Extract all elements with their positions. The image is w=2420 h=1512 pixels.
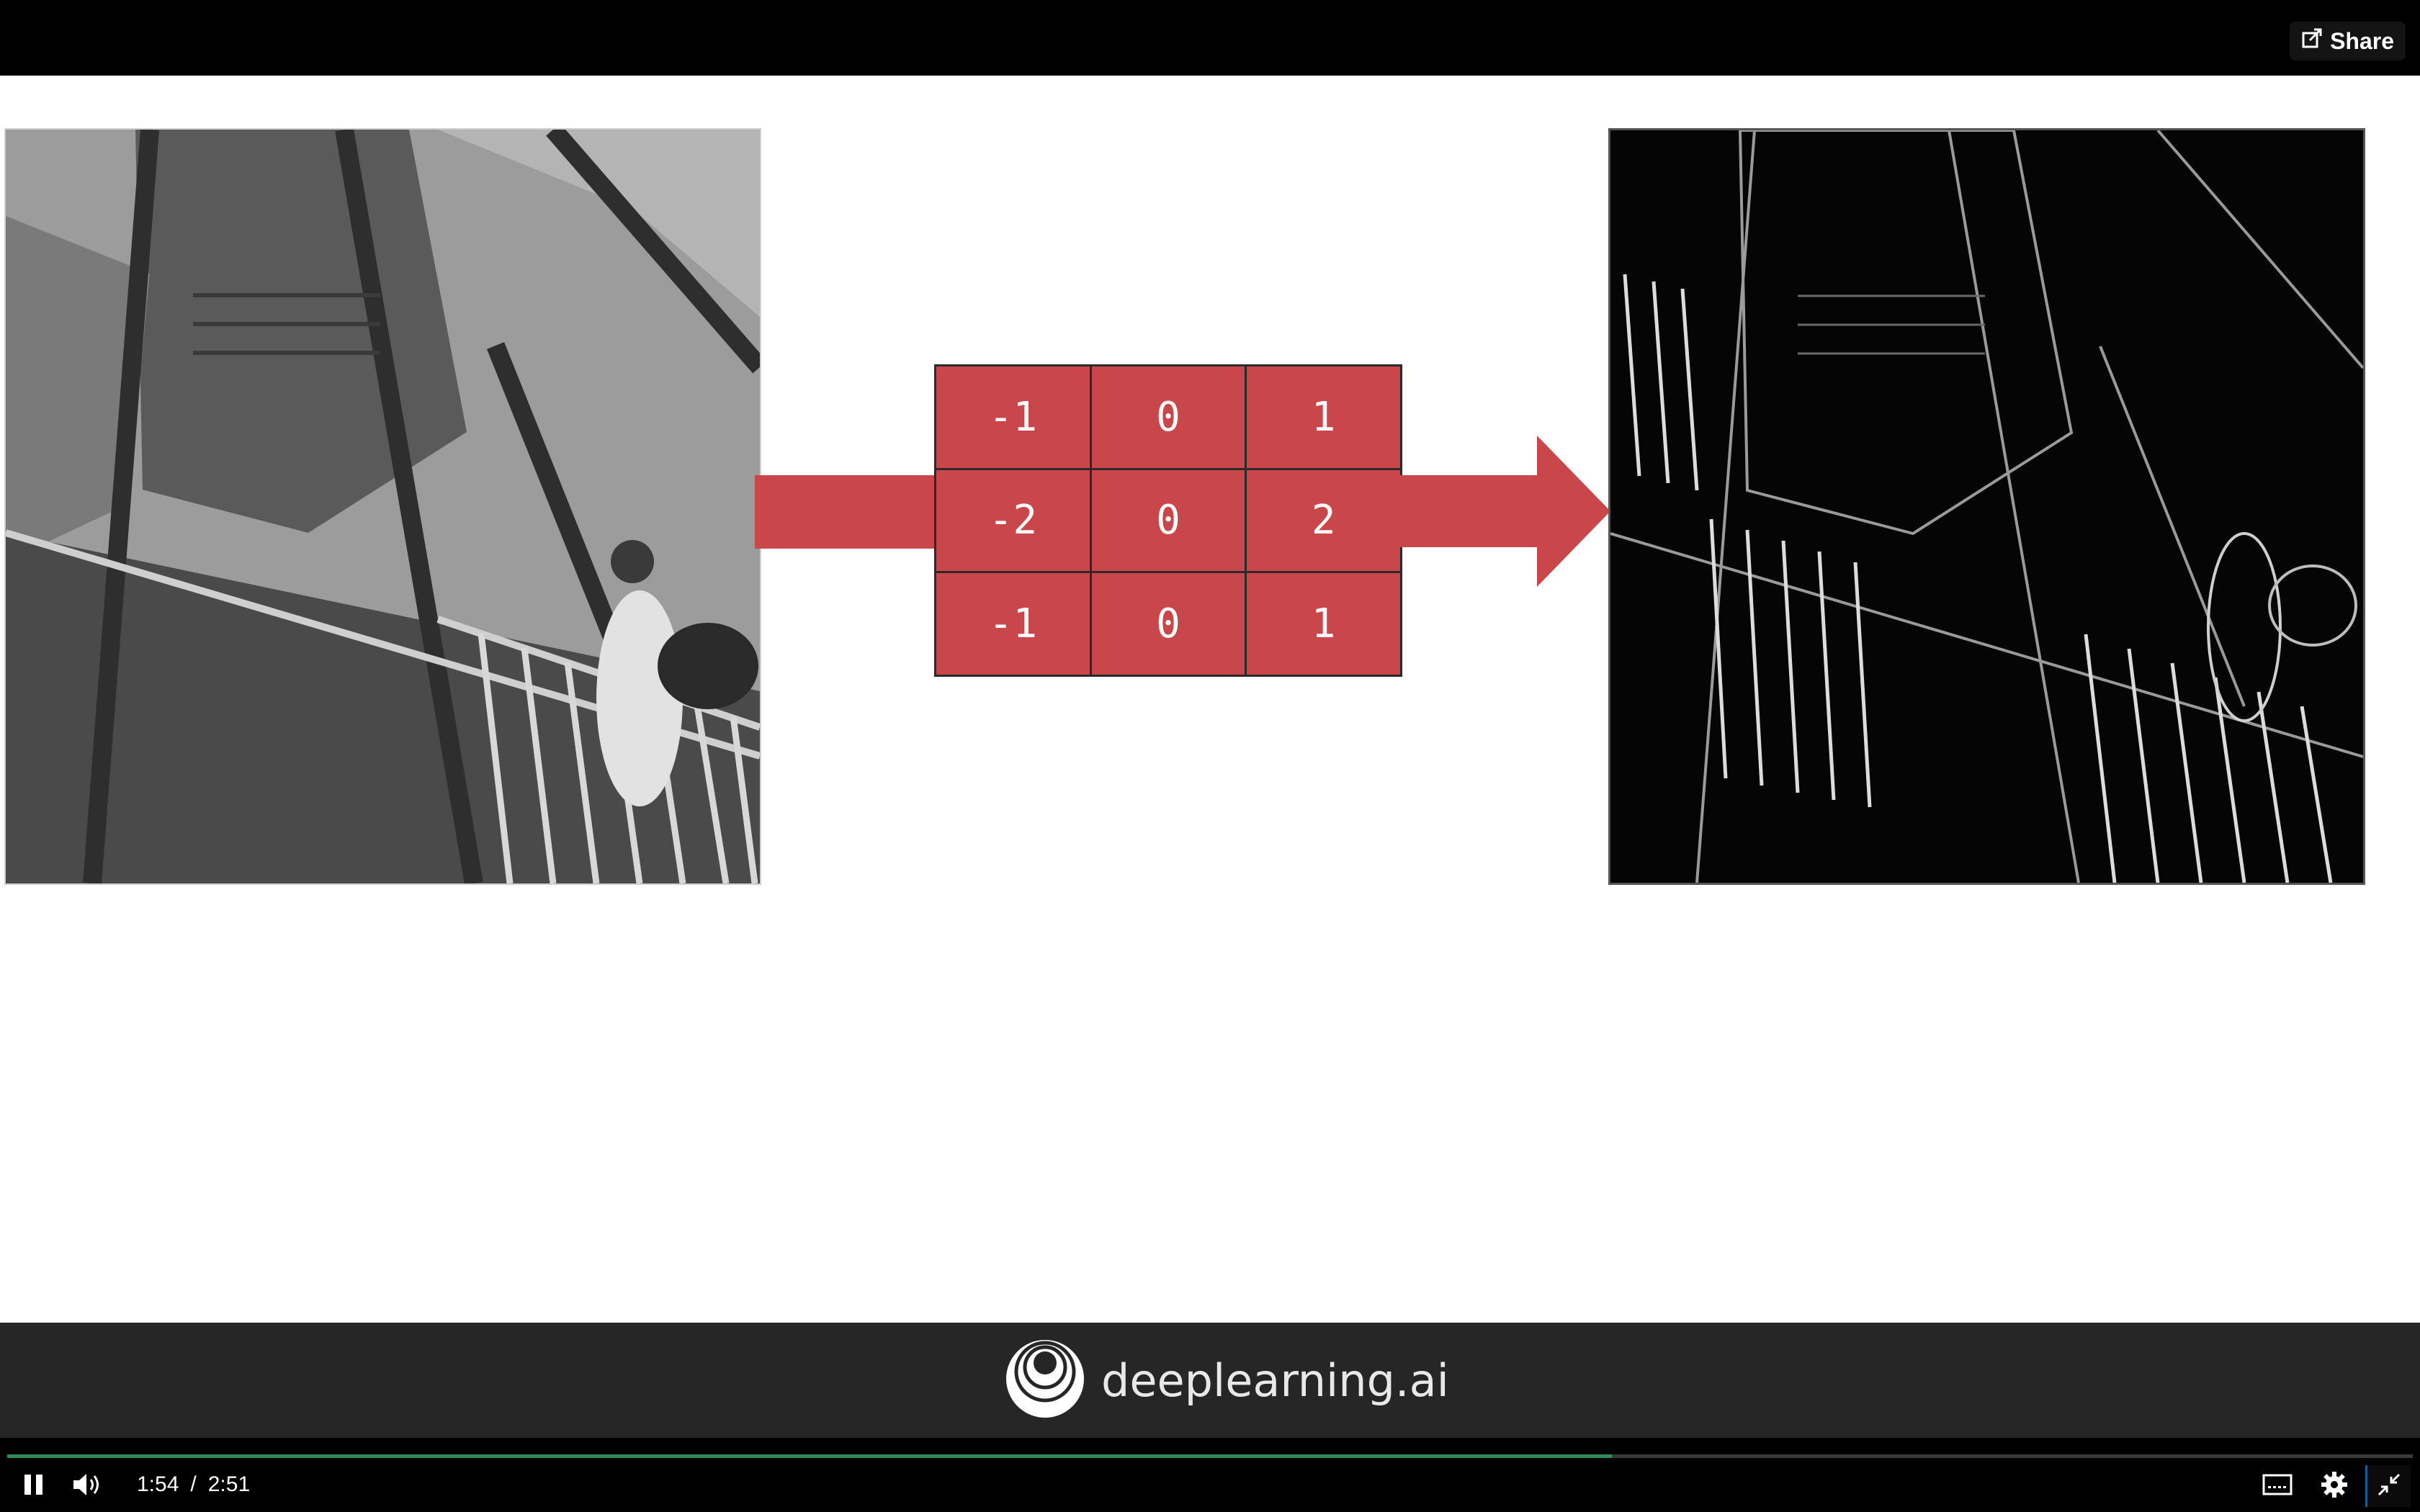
kernel-cell: 0 bbox=[1091, 366, 1245, 468]
kernel-cell: -2 bbox=[936, 469, 1090, 572]
pause-button[interactable] bbox=[17, 1470, 50, 1503]
kernel-cell: 2 bbox=[1247, 469, 1400, 572]
volume-button[interactable] bbox=[69, 1470, 105, 1503]
volume-icon bbox=[72, 1472, 102, 1500]
captions-icon bbox=[2262, 1474, 2293, 1499]
captions-button[interactable] bbox=[2257, 1470, 2298, 1503]
deeplearning-logo-icon bbox=[1005, 1338, 1085, 1423]
exit-fullscreen-icon bbox=[2376, 1472, 2402, 1501]
kernel-cell: -1 bbox=[936, 573, 1090, 675]
current-time: 1:54 bbox=[137, 1472, 179, 1496]
time-separator: / bbox=[190, 1472, 197, 1496]
kernel-cell: 0 bbox=[1091, 573, 1245, 675]
sobel-kernel-grid: -1 0 1 -2 0 2 -1 0 1 bbox=[934, 364, 1402, 677]
time-display: 1:54 / 2:51 bbox=[137, 1472, 250, 1497]
duration: 2:51 bbox=[207, 1472, 251, 1496]
gear-icon bbox=[2321, 1471, 2348, 1502]
progress-fill bbox=[7, 1454, 1612, 1458]
video-controls: 1:54 / 2:51 bbox=[0, 1438, 2420, 1512]
share-button[interactable]: Share bbox=[2290, 22, 2406, 60]
brand-logo: deeplearning.ai bbox=[1005, 1338, 1449, 1423]
progress-bar[interactable] bbox=[7, 1454, 2413, 1458]
edge-detected-photo bbox=[1608, 128, 2365, 885]
kernel-cell: -1 bbox=[936, 366, 1090, 468]
kernel-cell: 0 bbox=[1091, 469, 1245, 572]
share-label: Share bbox=[2330, 27, 2394, 54]
input-staircase-photo bbox=[4, 128, 761, 885]
kernel-cell: 1 bbox=[1247, 366, 1400, 468]
pause-icon bbox=[23, 1473, 45, 1500]
exit-fullscreen-button[interactable] bbox=[2365, 1465, 2411, 1507]
settings-button[interactable] bbox=[2316, 1470, 2352, 1503]
output-arrow bbox=[1400, 436, 1610, 587]
input-arrow bbox=[755, 475, 936, 549]
top-bar: Share bbox=[0, 0, 2420, 76]
video-slide[interactable]: -1 0 1 -2 0 2 -1 0 1 bbox=[0, 76, 2420, 1323]
share-icon bbox=[2301, 27, 2323, 55]
kernel-cell: 1 bbox=[1247, 573, 1400, 675]
brand-bar: deeplearning.ai bbox=[0, 1323, 2420, 1438]
brand-name: deeplearning.ai bbox=[1101, 1354, 1449, 1407]
